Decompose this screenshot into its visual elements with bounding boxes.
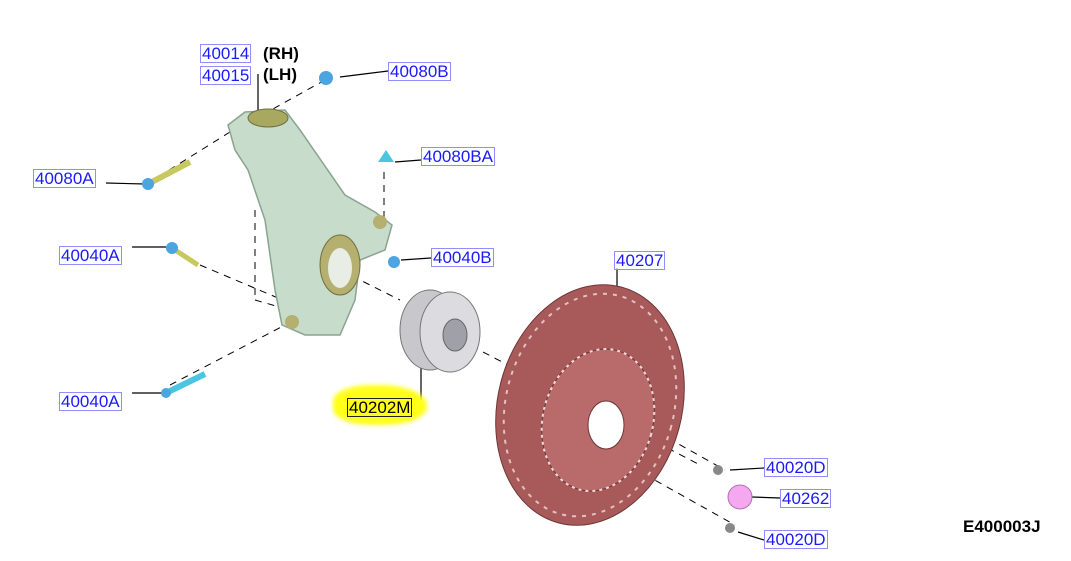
bolt-icon	[378, 150, 394, 162]
part-link-40020D-lower[interactable]: 40020D	[764, 530, 828, 549]
bolt-icon	[319, 71, 333, 85]
part-link-40262[interactable]: 40262	[780, 489, 832, 508]
screw-icon	[725, 523, 735, 533]
part-link-40202M[interactable]: 40202M	[347, 398, 413, 417]
part-link-40040A-upper[interactable]: 40040A	[59, 246, 122, 265]
part-link-40080A[interactable]: 40080A	[33, 169, 96, 188]
bolt-icon	[161, 388, 171, 398]
part-link-40040A-lower[interactable]: 40040A	[59, 392, 122, 411]
leader-lines	[105, 70, 781, 541]
part-link-40080B[interactable]: 40080B	[388, 62, 451, 81]
side-label-rh: (RH)	[263, 44, 299, 63]
part-link-40020D-upper[interactable]: 40020D	[764, 458, 828, 477]
side-label-lh: (LH)	[263, 65, 297, 84]
part-link-40207[interactable]: 40207	[614, 251, 666, 270]
highlight-marker	[333, 385, 427, 425]
diagram-code: E400003J	[963, 517, 1041, 536]
hub-bearing	[399, 289, 481, 373]
brake-disc	[495, 284, 685, 526]
part-link-40040B[interactable]: 40040B	[431, 248, 494, 267]
fasteners	[142, 71, 753, 533]
bolt-icon	[166, 242, 178, 254]
part-link-40014[interactable]: 40014	[200, 44, 252, 63]
cap-icon	[727, 484, 753, 510]
screw-icon	[713, 465, 723, 475]
part-link-40080BA[interactable]: 40080BA	[421, 147, 495, 166]
steering-knuckle	[227, 108, 393, 336]
part-link-40015[interactable]: 40015	[200, 66, 252, 85]
bolt-icon	[142, 178, 154, 190]
nut-icon	[388, 256, 400, 268]
